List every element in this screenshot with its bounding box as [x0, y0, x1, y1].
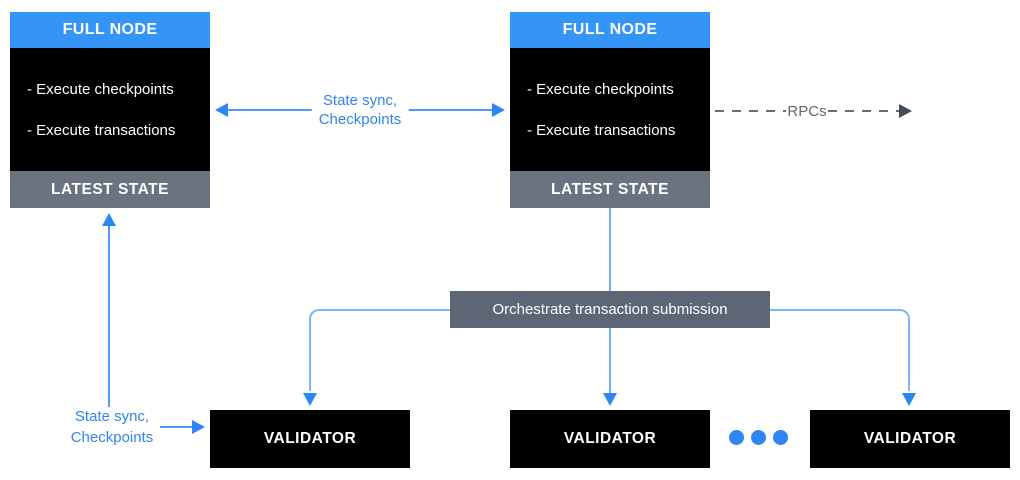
arrow-right-icon — [492, 103, 505, 117]
arrow-right-icon — [899, 104, 913, 118]
validator-box: VALIDATOR — [210, 410, 410, 468]
dashed-line — [715, 110, 787, 112]
arrow-down-icon — [603, 393, 617, 406]
state-sync-bottom-label: State sync, Checkpoints — [70, 408, 154, 446]
up-arrow-line — [108, 226, 110, 407]
rpc-dashed-arrow: RPCs — [715, 102, 913, 120]
branch-connector-right — [770, 309, 910, 391]
full-node-title: FULL NODE — [510, 12, 710, 48]
dashed-line — [827, 110, 900, 112]
full-node-box-right: FULL NODE - Execute checkpoints - Execut… — [510, 12, 710, 208]
rpc-label: RPCs — [787, 102, 827, 120]
validator-label: VALIDATOR — [863, 430, 957, 447]
full-node-body: - Execute checkpoints - Execute transact… — [10, 48, 210, 171]
arrow-left-icon — [215, 103, 228, 117]
orchestrate-to-validator-line — [609, 328, 611, 394]
arrow-right-icon — [192, 420, 205, 434]
latest-state-label: LATEST STATE — [510, 171, 710, 208]
node-to-orchestrate-line — [609, 208, 611, 291]
orchestrate-box: Orchestrate transaction submission — [450, 291, 770, 328]
state-sync-top-label: State sync, Checkpoints — [311, 91, 409, 129]
orchestrate-label: Orchestrate transaction submission — [492, 301, 728, 318]
ellipsis-dot — [729, 430, 744, 445]
latest-state-label: LATEST STATE — [10, 171, 210, 208]
full-node-box-left: FULL NODE - Execute checkpoints - Execut… — [10, 12, 210, 208]
bottom-arrow-line — [160, 426, 193, 428]
full-node-item: - Execute checkpoints — [527, 80, 674, 98]
full-node-item: - Execute transactions — [527, 121, 676, 139]
full-node-body: - Execute checkpoints - Execute transact… — [510, 48, 710, 171]
full-node-title: FULL NODE — [10, 12, 210, 48]
validator-box: VALIDATOR — [810, 410, 1010, 468]
ellipsis-dot — [751, 430, 766, 445]
validator-box: VALIDATOR — [510, 410, 710, 468]
arrow-up-icon — [102, 213, 116, 226]
arrow-down-icon — [902, 393, 916, 406]
validator-label: VALIDATOR — [263, 430, 357, 447]
validator-label: VALIDATOR — [563, 430, 657, 447]
arrow-down-icon — [303, 393, 317, 406]
full-node-item: - Execute transactions — [27, 121, 176, 139]
full-node-item: - Execute checkpoints — [27, 80, 174, 98]
ellipsis-dot — [773, 430, 788, 445]
branch-connector-left — [309, 309, 450, 391]
